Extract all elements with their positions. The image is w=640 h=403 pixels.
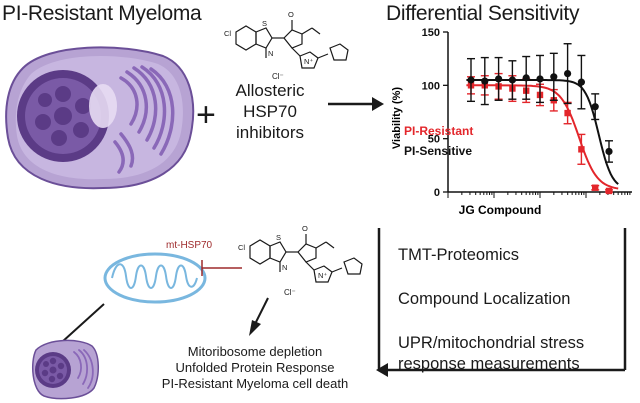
plus-sign: + <box>196 96 216 134</box>
mt-hsp70-label: mt-HSP70 <box>166 240 213 251</box>
y-tick-label: 100 <box>422 80 440 92</box>
chart-x-axis-label: JG Compound <box>459 203 542 217</box>
data-point-pi-sensitive <box>577 78 585 86</box>
small-myeloma-cell <box>31 339 99 400</box>
data-point-pi-sensitive <box>605 147 613 156</box>
outcome-list: Mitoribosome depletion Unfolded Protein … <box>140 344 370 392</box>
legend-pi-sensitive: PI-Sensitive <box>404 144 472 158</box>
inhibitor-label-line-3: inhibitors <box>235 123 305 142</box>
y-tick-label: 0 <box>434 187 440 199</box>
nitrogen-atom-label-2: N <box>282 263 287 272</box>
right-arrow <box>328 97 384 111</box>
inhibitor-label-line-1: Allosteric <box>235 81 305 100</box>
inhibitor-label: Allosteric HSP70 inhibitors <box>222 80 318 143</box>
inhibition-line <box>201 260 242 276</box>
hsp70-inhibitor-structure-2: Cl N S O N⁺ <box>238 224 363 283</box>
data-point-pi-sensitive <box>591 103 599 111</box>
outcome-unfolded-protein-response: Unfolded Protein Response <box>175 360 335 375</box>
data-point-pi-sensitive <box>564 70 572 78</box>
chromatin <box>35 86 91 146</box>
mitochondrion <box>103 252 207 304</box>
chart-series <box>466 43 619 195</box>
data-point-pi-sensitive <box>508 76 516 84</box>
chart-y-axis-label: Viability (%) <box>391 87 403 149</box>
data-point-pi-sensitive <box>536 75 544 83</box>
viability-chart: 0 50 100 150 Viability (%) JG Compound PI-R… <box>390 20 640 220</box>
chlorine-atom-label: Cl <box>224 29 231 38</box>
counter-ion-top: Cl⁻ <box>272 72 284 81</box>
data-point-pi-sensitive <box>467 76 475 84</box>
data-point-pi-sensitive <box>550 73 558 81</box>
fit-curve-pi-resistant <box>466 84 619 190</box>
data-point-pi-sensitive <box>481 77 489 85</box>
data-point-pi-sensitive <box>495 75 503 83</box>
arrowhead-outcomes <box>249 320 261 336</box>
outcome-mitoribosome-depletion: Mitoribosome depletion <box>187 344 323 359</box>
legend-pi-resistant: PI-Resistant <box>404 124 473 138</box>
oxygen-atom-label: O <box>288 10 294 19</box>
data-point-pi-resistant <box>605 187 613 195</box>
viability-chart-svg: 0 50 100 150 Viability (%) JG Compound PI-R… <box>391 27 632 217</box>
data-point-pi-sensitive <box>522 74 530 82</box>
right-title: Differential Sensitivity <box>386 2 580 25</box>
myeloma-cell-illustration <box>5 46 195 190</box>
method-upr-measurements-line-1: UPR/mitochondrial stress <box>398 334 585 352</box>
y-tick-label: 50 <box>428 134 440 146</box>
method-compound-localization: Compound Localization <box>398 290 571 308</box>
method-tmt-proteomics: TMT-Proteomics <box>398 246 520 264</box>
left-title: PI-Resistant Myeloma <box>2 2 202 25</box>
return-arrow <box>376 228 627 377</box>
sulfur-atom-label: S <box>262 19 267 28</box>
method-upr-measurements-line-2: response measurements <box>398 355 580 373</box>
y-tick-label: 150 <box>422 27 440 39</box>
hsp70-inhibitor-structure: Cl N S O N⁺ <box>224 10 349 69</box>
outcome-cell-death: PI-Resistant Myeloma cell death <box>161 376 349 391</box>
arrow-to-outcomes <box>253 297 269 327</box>
counter-ion-bottom: Cl⁻ <box>284 288 296 297</box>
chart-ticks: 0 50 100 150 <box>422 27 631 199</box>
nitrogen-plus-label-2: N⁺ <box>318 271 327 280</box>
golgi <box>89 84 117 128</box>
nitrogen-atom-label: N <box>268 49 273 58</box>
data-point-pi-resistant <box>564 109 571 117</box>
nitrogen-plus-label: N⁺ <box>304 57 313 66</box>
inhibitor-label-line-2: HSP70 <box>243 102 297 121</box>
sulfur-atom-label-2: S <box>276 233 281 242</box>
chlorine-atom-label-2: Cl <box>238 243 245 252</box>
data-point-pi-resistant <box>592 184 599 191</box>
oxygen-atom-label-2: O <box>302 224 308 233</box>
data-point-pi-resistant <box>578 146 585 153</box>
endoplasmic-reticulum <box>113 65 175 174</box>
